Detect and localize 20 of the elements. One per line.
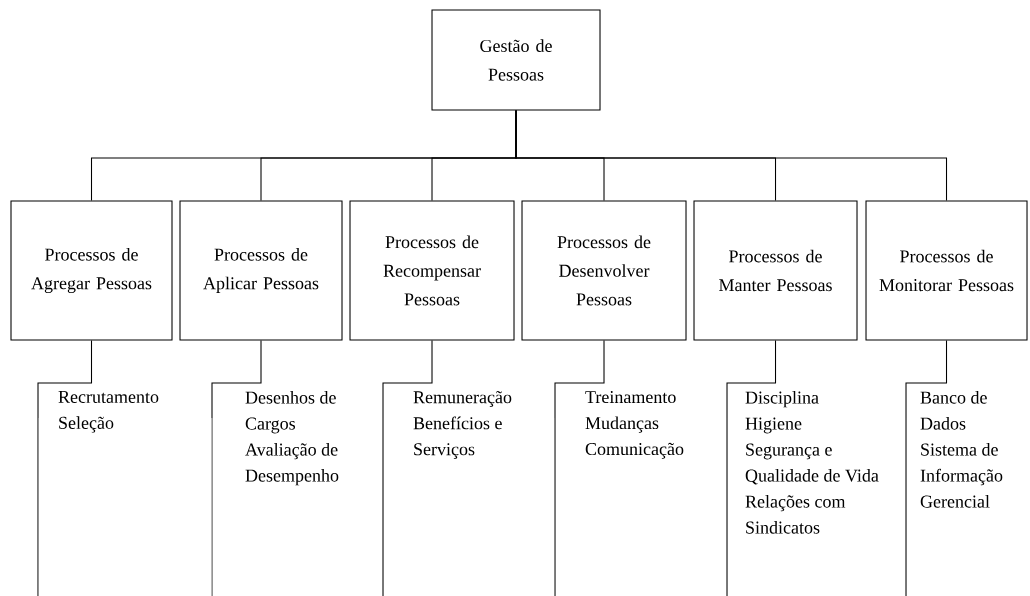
connector-line <box>726 340 777 419</box>
connector-line <box>905 340 948 419</box>
text-list: Treinamento Mudanças Comunicação <box>585 391 684 459</box>
connector-line <box>211 340 262 419</box>
process-box: Processos de Manter Pessoas <box>693 200 858 341</box>
text-list: Disciplina Higiene Segurança e Qualidade de Vida Relações com Sindicatos <box>745 391 879 534</box>
connector-line <box>37 340 93 419</box>
root-box: Gestão de Pessoas <box>431 9 601 111</box>
process-box: Processos de Agregar Pessoas <box>10 200 173 341</box>
connector-line <box>554 340 605 419</box>
process-box: Processos de Recompensar Pessoas <box>349 200 515 341</box>
process-box: Processos de Aplicar Pessoas <box>179 200 343 341</box>
process-box: Processos de Desenvolver Pessoas <box>521 200 687 341</box>
text-list: Desenhos de Cargos Avaliação de Desempenho <box>245 391 339 486</box>
text-list: Recrutamento Seleção <box>58 391 159 433</box>
text-list: Banco de Dados Sistema de Informação Gerencial <box>920 391 1003 508</box>
connector-line <box>382 340 433 419</box>
connector-line <box>515 110 948 201</box>
process-box: Processos de Monitorar Pessoas <box>865 200 1028 341</box>
text-list: Remuneração Benefícios e Serviços <box>413 391 512 459</box>
